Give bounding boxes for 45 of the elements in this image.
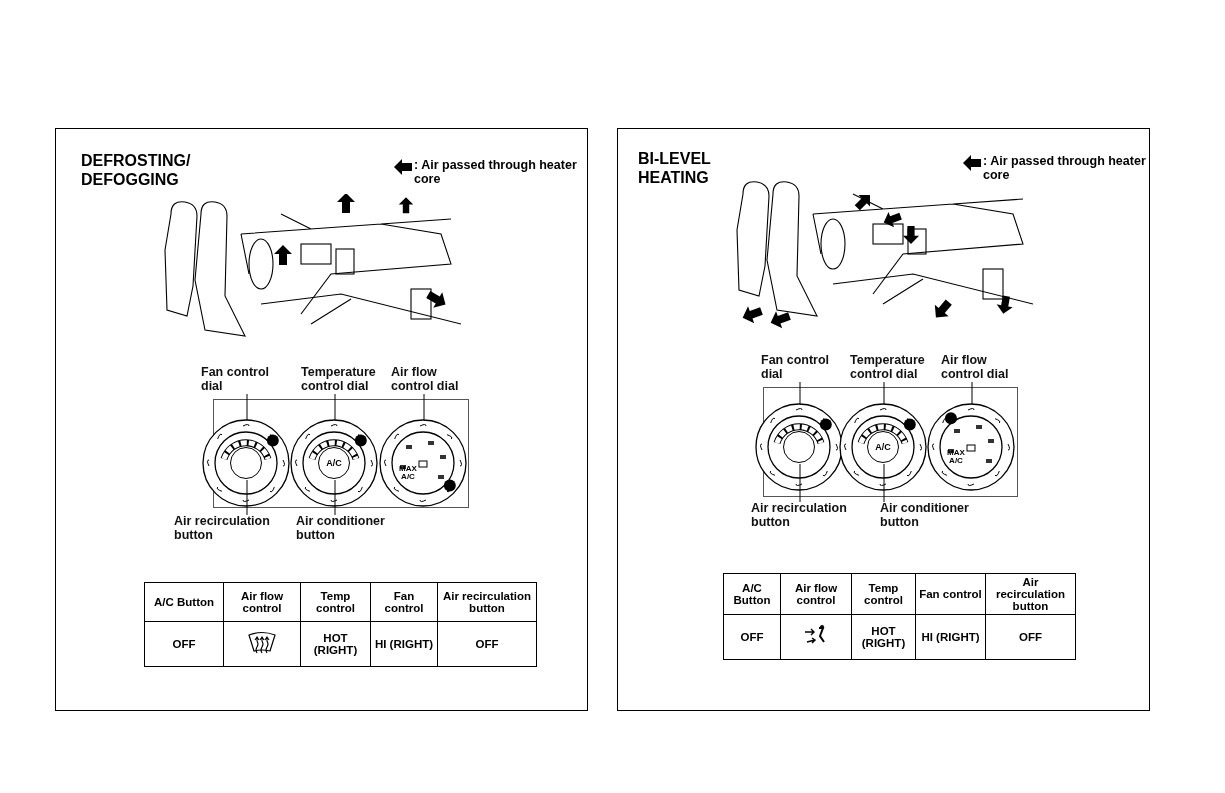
value-cell: OFF <box>144 621 224 667</box>
callout-label: Air recirculation button <box>174 514 286 542</box>
header-cell: Air recirculation button <box>985 573 1076 615</box>
leader-line <box>799 381 801 405</box>
header-cell: Temp control <box>851 573 916 615</box>
header-cell: Temp control <box>300 582 371 622</box>
callout-label: Fan control dial <box>201 365 283 393</box>
control-dial <box>927 403 1015 491</box>
callout-label: Air conditioner button <box>880 501 982 529</box>
panel-frame <box>617 128 1150 711</box>
leader-line <box>246 393 248 421</box>
header-cell: Air recirculation button <box>437 582 537 622</box>
panel-title: BI-LEVEL HEATING <box>638 149 712 187</box>
value-cell: OFF <box>985 614 1076 660</box>
leader-line <box>971 381 973 405</box>
control-dial <box>379 419 467 507</box>
value-cell: HOT (RIGHT) <box>851 614 916 660</box>
legend-text: : Air passed through heater core <box>414 158 578 186</box>
leader-line <box>883 381 885 405</box>
value-cell: OFF <box>723 614 781 660</box>
header-cell: Air flow control <box>780 573 852 615</box>
header-cell: A/C Button <box>144 582 224 622</box>
callout-label: Fan control dial <box>761 353 843 381</box>
callout-label: Air recirculation button <box>751 501 863 529</box>
header-cell: A/C Button <box>723 573 781 615</box>
panel-frame <box>55 128 588 711</box>
leader-line <box>423 393 425 421</box>
value-cell: HOT (RIGHT) <box>300 621 371 667</box>
value-cell: OFF <box>437 621 537 667</box>
panel-title: DEFROSTING/ DEFOGGING <box>81 151 192 189</box>
callout-label: Air flow control dial <box>391 365 479 393</box>
leader-line <box>334 393 336 421</box>
callout-label: Temperature control dial <box>850 353 942 381</box>
control-dial <box>202 419 290 507</box>
callout-label: Air conditioner button <box>296 514 398 542</box>
header-cell: Air flow control <box>223 582 301 622</box>
control-dial <box>290 419 378 507</box>
control-dial <box>839 403 927 491</box>
callout-label: Air flow control dial <box>941 353 1029 381</box>
header-cell: Fan control <box>915 573 986 615</box>
control-dial <box>755 403 843 491</box>
value-cell: HI (RIGHT) <box>915 614 986 660</box>
header-cell: Fan control <box>370 582 438 622</box>
legend-text: : Air passed through heater core <box>983 154 1147 182</box>
value-cell: HI (RIGHT) <box>370 621 438 667</box>
